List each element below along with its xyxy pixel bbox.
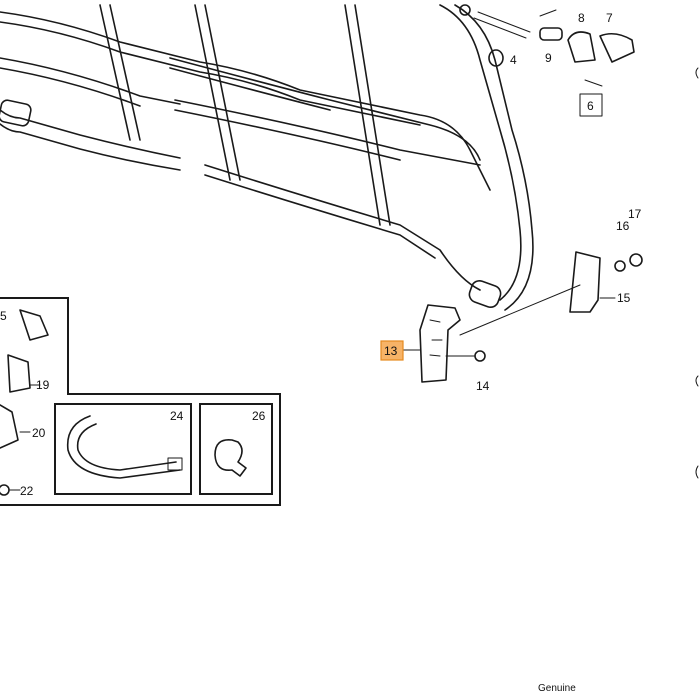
part-label-6: 6 [587,99,594,113]
part-label-15: 15 [617,291,631,305]
part-label-22: 22 [20,484,34,498]
part-label-14: 14 [476,379,490,393]
part-label-5: 5 [0,309,7,323]
part-callout-13[interactable] [380,340,404,361]
hinge-hardware-group: 4 9 8 7 6 [459,4,635,117]
rack-mount-bracket-group: 13 14 15 16 17 [380,207,643,393]
part-label-8: 8 [578,11,585,25]
footer-text: Genuine [538,683,576,694]
part-label-4: 4 [510,53,517,67]
part-label-19: 19 [36,378,50,392]
luggage-rack-grille [0,4,534,311]
part-label-17: 17 [628,207,642,221]
part-label-9: 9 [545,51,552,65]
part-label-20: 20 [32,426,46,440]
part-label-16: 16 [616,219,630,233]
part-label-26: 26 [252,409,266,423]
page-edge-marks [695,67,699,479]
part-label-7: 7 [606,11,613,25]
part-label-13: 13 [384,344,398,358]
inset-panels: 5 19 20 22 24 26 [0,297,281,506]
part-label-24: 24 [170,409,184,423]
